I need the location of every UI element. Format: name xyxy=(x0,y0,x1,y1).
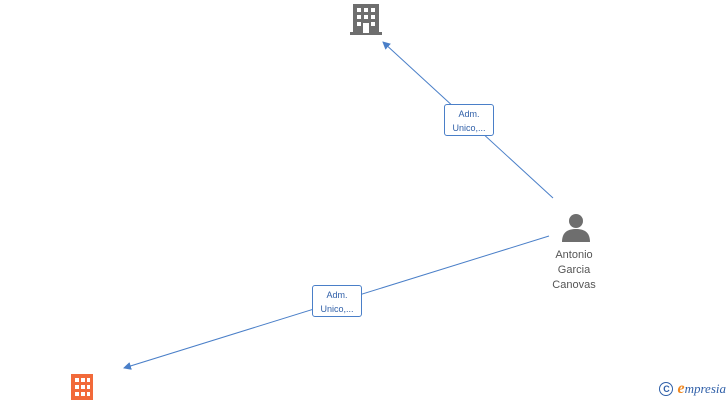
edge-label-top-line1: Adm. xyxy=(458,109,480,119)
edge-label-top-line2: Unico,... xyxy=(452,123,486,133)
edge-label-bottom[interactable]: Adm. Unico,... xyxy=(312,285,362,317)
person-name-line2: Garcia xyxy=(557,264,591,276)
edge-label-bottom-line2: Unico,... xyxy=(320,304,354,314)
brand-logo-initial: e xyxy=(677,380,685,397)
edge-label-bottom-line1: Adm. xyxy=(326,290,348,300)
copyright-icon: C xyxy=(659,382,674,396)
company-top-building-icon[interactable] xyxy=(350,4,382,35)
brand-logo-text: mpresia xyxy=(684,381,726,396)
person-name-label[interactable]: Antonio Garcia Canovas xyxy=(534,248,614,293)
person-name-line3: Canovas xyxy=(552,279,596,291)
person-icon[interactable] xyxy=(562,214,590,242)
brand-logo[interactable]: empresia xyxy=(677,380,726,398)
company-bottom-building-icon[interactable] xyxy=(71,374,93,400)
edge-label-top[interactable]: Adm. Unico,... xyxy=(444,104,494,136)
footer-brand: C empresia xyxy=(659,380,726,398)
person-name-line1: Antonio xyxy=(555,249,593,261)
